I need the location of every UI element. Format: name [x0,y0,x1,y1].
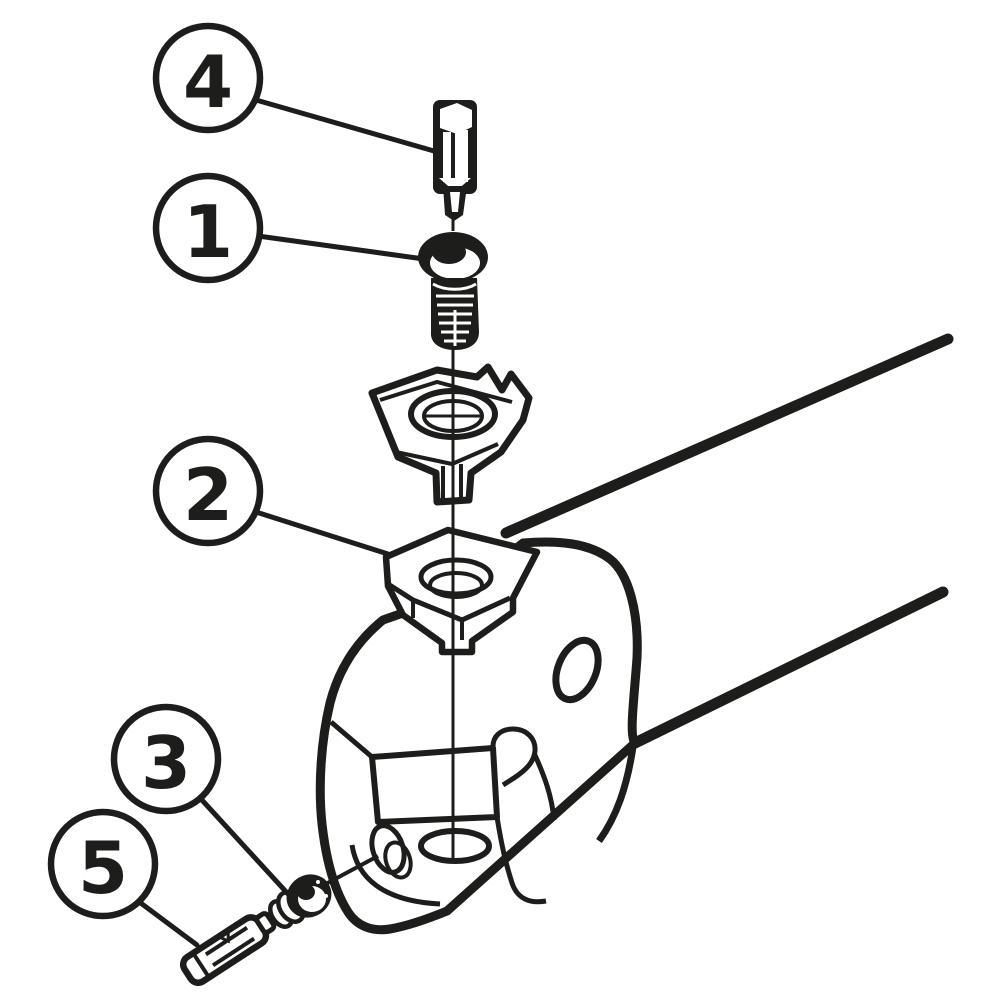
pin-tip [254,911,277,935]
callout-3-number: 3 [141,721,191,805]
callout-5-bubble [47,808,159,920]
part-shim [382,526,541,656]
screw-collar-line [432,282,477,291]
shim-face-edge [386,581,512,623]
part-toolholder-body [315,537,642,935]
pin-body [179,914,270,986]
bottom-facet-curve [349,844,441,907]
part-shim-screw [268,874,332,929]
part-pin [179,911,277,986]
key-tip-slot [450,192,460,212]
key-facet-left [443,132,451,182]
leader-line-5 [135,898,200,948]
leader-lines [135,97,437,948]
callout-4: 4 [152,22,264,134]
body-relief-curve [596,746,637,844]
callout-2-number: 2 [183,453,233,537]
clamp-finger [490,726,538,788]
side-hole-inner [383,840,413,880]
pin-chamfer-line [192,953,210,977]
callout-2: 2 [152,435,264,547]
shim-hole-outer [418,557,494,597]
screw-torx-socket [432,240,466,264]
callout-balloons: 4 1 2 3 5 [47,22,264,920]
part-torx-key [433,100,477,221]
screw-threads [436,294,474,346]
shim-screw-glint-2 [324,894,328,898]
leader-line-1 [255,233,427,262]
bar-edge-lines [500,333,954,749]
callout-3: 3 [110,703,222,815]
callout-1: 1 [152,172,264,284]
pin-slot-lower [211,936,256,967]
shim-screw-socket [297,884,315,900]
bar-edge-upper [500,333,954,539]
pocket-lower-edge [494,816,547,905]
callout-4-bubble [152,22,264,134]
callout-1-bubble [152,172,264,284]
shim-screw-glint-1 [316,880,320,884]
part-insert-screw [418,232,488,350]
callout-3-bubble [110,703,222,815]
key-notch [439,178,471,192]
seat-screw-hole [418,828,492,864]
key-facet-right [455,130,468,182]
callout-4-number: 4 [183,40,233,124]
bar-edge-lower [629,586,949,749]
key-hex-face [440,103,472,134]
shim-hole-inner [428,571,484,599]
clamp-finger-edge [531,751,557,821]
leader-line-2 [253,509,391,557]
body-outline [315,537,642,935]
pocket-facet-line [329,720,374,759]
pin-notch [219,931,230,944]
leader-line-4 [253,97,437,154]
callout-5-number: 5 [78,826,128,910]
callout-2-bubble [152,435,264,547]
screw-head-glint [468,252,476,260]
body-oval-hole [552,636,602,704]
leader-line-3 [198,796,292,898]
clamp-screw-axis-line [321,854,379,888]
callout-1-number: 1 [183,190,233,274]
callout-5: 5 [47,808,159,920]
insert-face-edge-top [379,379,513,404]
part-insert [368,363,533,506]
